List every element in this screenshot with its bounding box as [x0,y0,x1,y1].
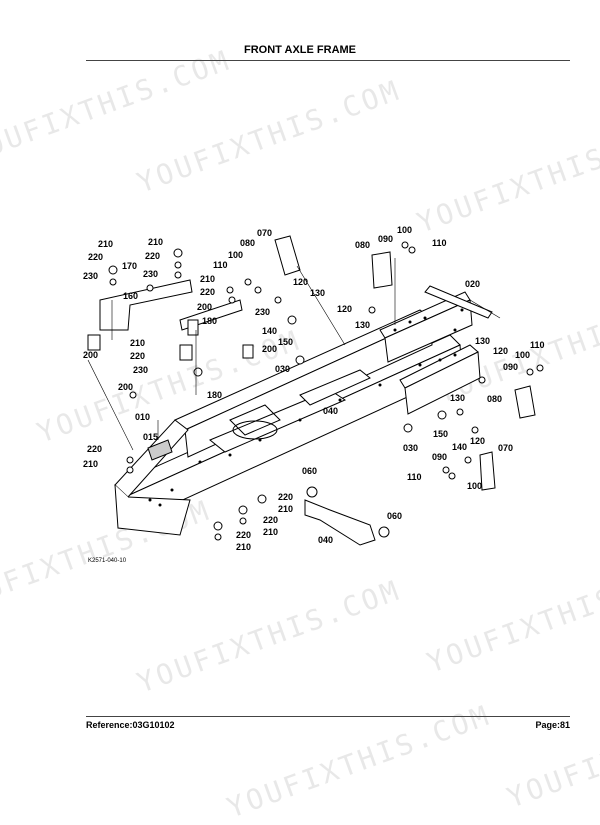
label-200: 200 [118,382,133,392]
label-130: 130 [310,288,325,298]
label-210: 210 [83,459,98,469]
label-090: 090 [503,362,518,372]
label-100: 100 [467,481,482,491]
label-050: 040 [323,406,338,416]
label-170: 170 [122,261,137,271]
label-210: 210 [263,527,278,537]
label-200: 200 [262,344,277,354]
label-110: 110 [432,238,447,248]
label-090: 090 [432,452,447,462]
label-030: 030 [275,364,290,374]
label-070: 070 [498,443,513,453]
label-210: 210 [200,274,215,284]
label-210: 210 [236,542,251,552]
label-150: 150 [278,337,293,347]
label-210: 210 [278,504,293,514]
label-060: 060 [387,511,402,521]
label-020: 020 [465,279,480,289]
label-100: 100 [397,225,412,235]
label-100: 100 [515,350,530,360]
label-180: 180 [202,316,217,326]
label-210: 210 [98,239,113,249]
label-220: 220 [200,287,215,297]
label-015: 015 [143,432,158,442]
label-040: 040 [318,535,333,545]
label-120: 120 [337,304,352,314]
label-210: 210 [130,338,145,348]
label-030: 030 [403,443,418,453]
page-title: FRONT AXLE FRAME [243,44,357,56]
label-190: 180 [207,390,222,400]
header-rule [86,60,570,61]
label-230: 230 [133,365,148,375]
label-140: 140 [452,442,467,452]
label-200: 200 [83,350,98,360]
label-230: 230 [143,269,158,279]
label-220: 220 [236,530,251,540]
label-220: 220 [88,252,103,262]
label-220: 220 [145,251,160,261]
label-080: 080 [355,240,370,250]
label-120: 120 [293,277,308,287]
page-number: Page:81 [535,720,570,730]
label-110: 110 [407,472,422,482]
label-160: 160 [123,291,138,301]
label-090: 090 [378,234,393,244]
part-labels: 210 220 230 210 220 230 170 160 200 210 … [83,225,545,564]
label-120: 120 [493,346,508,356]
label-010: 010 [135,412,150,422]
label-150: 150 [433,429,448,439]
figure-code: K2571-040-10 [88,558,127,564]
label-120: 120 [470,436,485,446]
label-060: 060 [302,466,317,476]
label-130: 130 [475,336,490,346]
label-110: 110 [530,340,545,350]
frame-drawing [87,235,544,546]
label-210: 210 [148,237,163,247]
label-220: 220 [278,492,293,502]
label-220: 220 [130,351,145,361]
label-100: 100 [228,250,243,260]
label-090: 080 [240,238,255,248]
exploded-parts-diagram: 210 220 230 210 220 230 170 160 200 210 … [83,225,545,564]
label-080: 080 [487,394,502,404]
footer-rule [86,716,570,717]
label-070: 070 [257,228,272,238]
label-130: 130 [450,393,465,403]
label-140: 140 [262,326,277,336]
label-130: 130 [355,320,370,330]
reference-number: Reference:03G10102 [86,720,175,730]
label-110: 110 [213,260,228,270]
label-230: 230 [83,271,98,281]
label-200: 200 [197,302,212,312]
label-230: 230 [255,307,270,317]
label-220: 220 [263,515,278,525]
label-220: 220 [87,444,102,454]
